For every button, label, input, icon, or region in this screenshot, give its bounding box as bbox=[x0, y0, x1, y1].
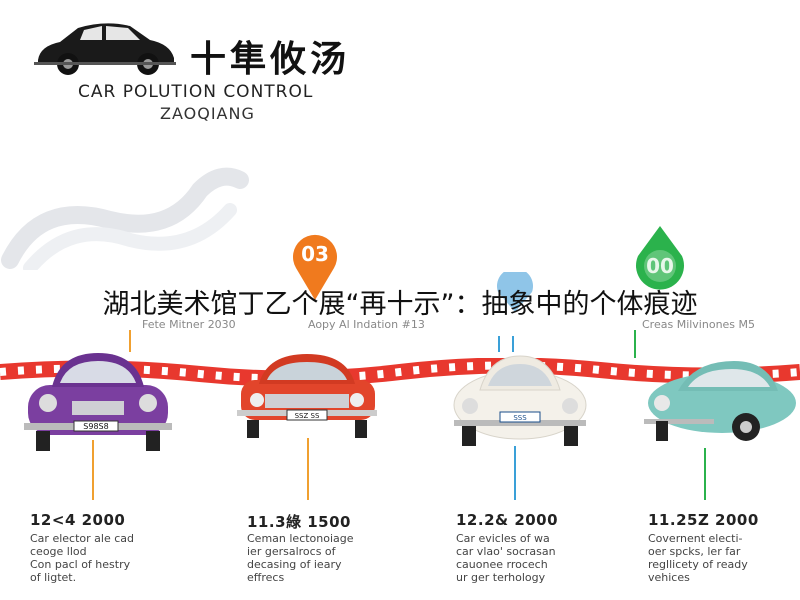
header-title-en: CAR POLUTION CONTROL bbox=[78, 82, 314, 102]
timeline-stem bbox=[512, 336, 514, 352]
marker-label: 00 bbox=[646, 254, 674, 278]
description-line: of ligtet. bbox=[30, 571, 77, 584]
header-subtitle-en: ZAOQIANG bbox=[160, 104, 255, 123]
milestone-description: Ceman lectonoiage ier gersalrocs of deca… bbox=[247, 532, 397, 584]
white-beetle-car-icon: SSS bbox=[453, 355, 587, 446]
description-line: decasing of ieary bbox=[247, 558, 342, 571]
description-line: Con pacl of hestry bbox=[30, 558, 131, 571]
marker-pin-icon bbox=[293, 234, 337, 300]
milestone-sublabel: Fete Mitner 2030 bbox=[142, 318, 236, 331]
description-line: vehices bbox=[648, 571, 690, 584]
description-line: Ceman lectonoiage bbox=[247, 532, 354, 545]
header-title-cn: 十隼攸汤 bbox=[190, 39, 351, 80]
description-line: ur ger terhology bbox=[456, 571, 546, 584]
timeline-stem bbox=[129, 330, 131, 352]
description-line: cauonee rrocech bbox=[456, 558, 548, 571]
marker-label: 03 bbox=[301, 242, 329, 266]
milestone-year: 12.2& 2000 bbox=[456, 511, 559, 529]
description-line: regllicety of ready bbox=[648, 558, 748, 571]
svg-text:S98S8: S98S8 bbox=[83, 422, 108, 431]
timeline-stem bbox=[704, 448, 706, 500]
description-line: Car evicles of wa bbox=[456, 532, 550, 545]
purple-car-icon: S98S8 bbox=[24, 353, 172, 451]
teal-beetle-car-icon bbox=[644, 361, 796, 441]
description-line: Car elector ale cad bbox=[30, 532, 134, 545]
description-line: ceoge llod bbox=[30, 545, 87, 558]
milestone-year: 11.25Z 2000 bbox=[648, 511, 759, 529]
description-line: oer spcks, ler far bbox=[648, 545, 741, 558]
marker-pin-icon bbox=[497, 272, 533, 312]
milestone-description: Covernent electi- oer spcks, ler far reg… bbox=[648, 532, 798, 584]
smoke-decoration-icon bbox=[1, 167, 249, 270]
milestone-sublabel: Creas Milvinones M5 bbox=[642, 318, 756, 331]
timeline-stem bbox=[498, 336, 500, 352]
milestone-description: Car elector ale cad ceoge llod Con pacl … bbox=[30, 532, 180, 584]
description-line: Covernent electi- bbox=[648, 532, 743, 545]
overlay-caption-title: 湖北美术馆丁乙个展“再十示”：抽象中的个体痕迹 bbox=[102, 289, 698, 320]
timeline-stem bbox=[307, 438, 309, 500]
milestone-description: Car evicles of wa car vlao' socrasan cau… bbox=[456, 532, 606, 584]
svg-text:SSZ SS: SSZ SS bbox=[295, 412, 320, 420]
description-line: car vlao' socrasan bbox=[456, 545, 556, 558]
description-line: ier gersalrocs of bbox=[247, 545, 336, 558]
vintage-car-logo-icon bbox=[34, 23, 176, 75]
milestone-sublabel: Aopy Al Indation #13 bbox=[308, 318, 425, 331]
red-car-icon: SSZ SS bbox=[237, 354, 377, 438]
timeline-stem bbox=[634, 330, 636, 358]
timeline-stem bbox=[92, 440, 94, 500]
milestone-year: 11.3綠 1500 bbox=[247, 513, 351, 531]
marker-drop-icon bbox=[636, 226, 684, 290]
svg-text:SSS: SSS bbox=[513, 414, 527, 422]
milestone-year: 12<4 2000 bbox=[30, 511, 126, 529]
timeline-stem bbox=[514, 446, 516, 500]
timeline-road bbox=[0, 358, 800, 387]
description-line: effrecs bbox=[247, 571, 285, 584]
